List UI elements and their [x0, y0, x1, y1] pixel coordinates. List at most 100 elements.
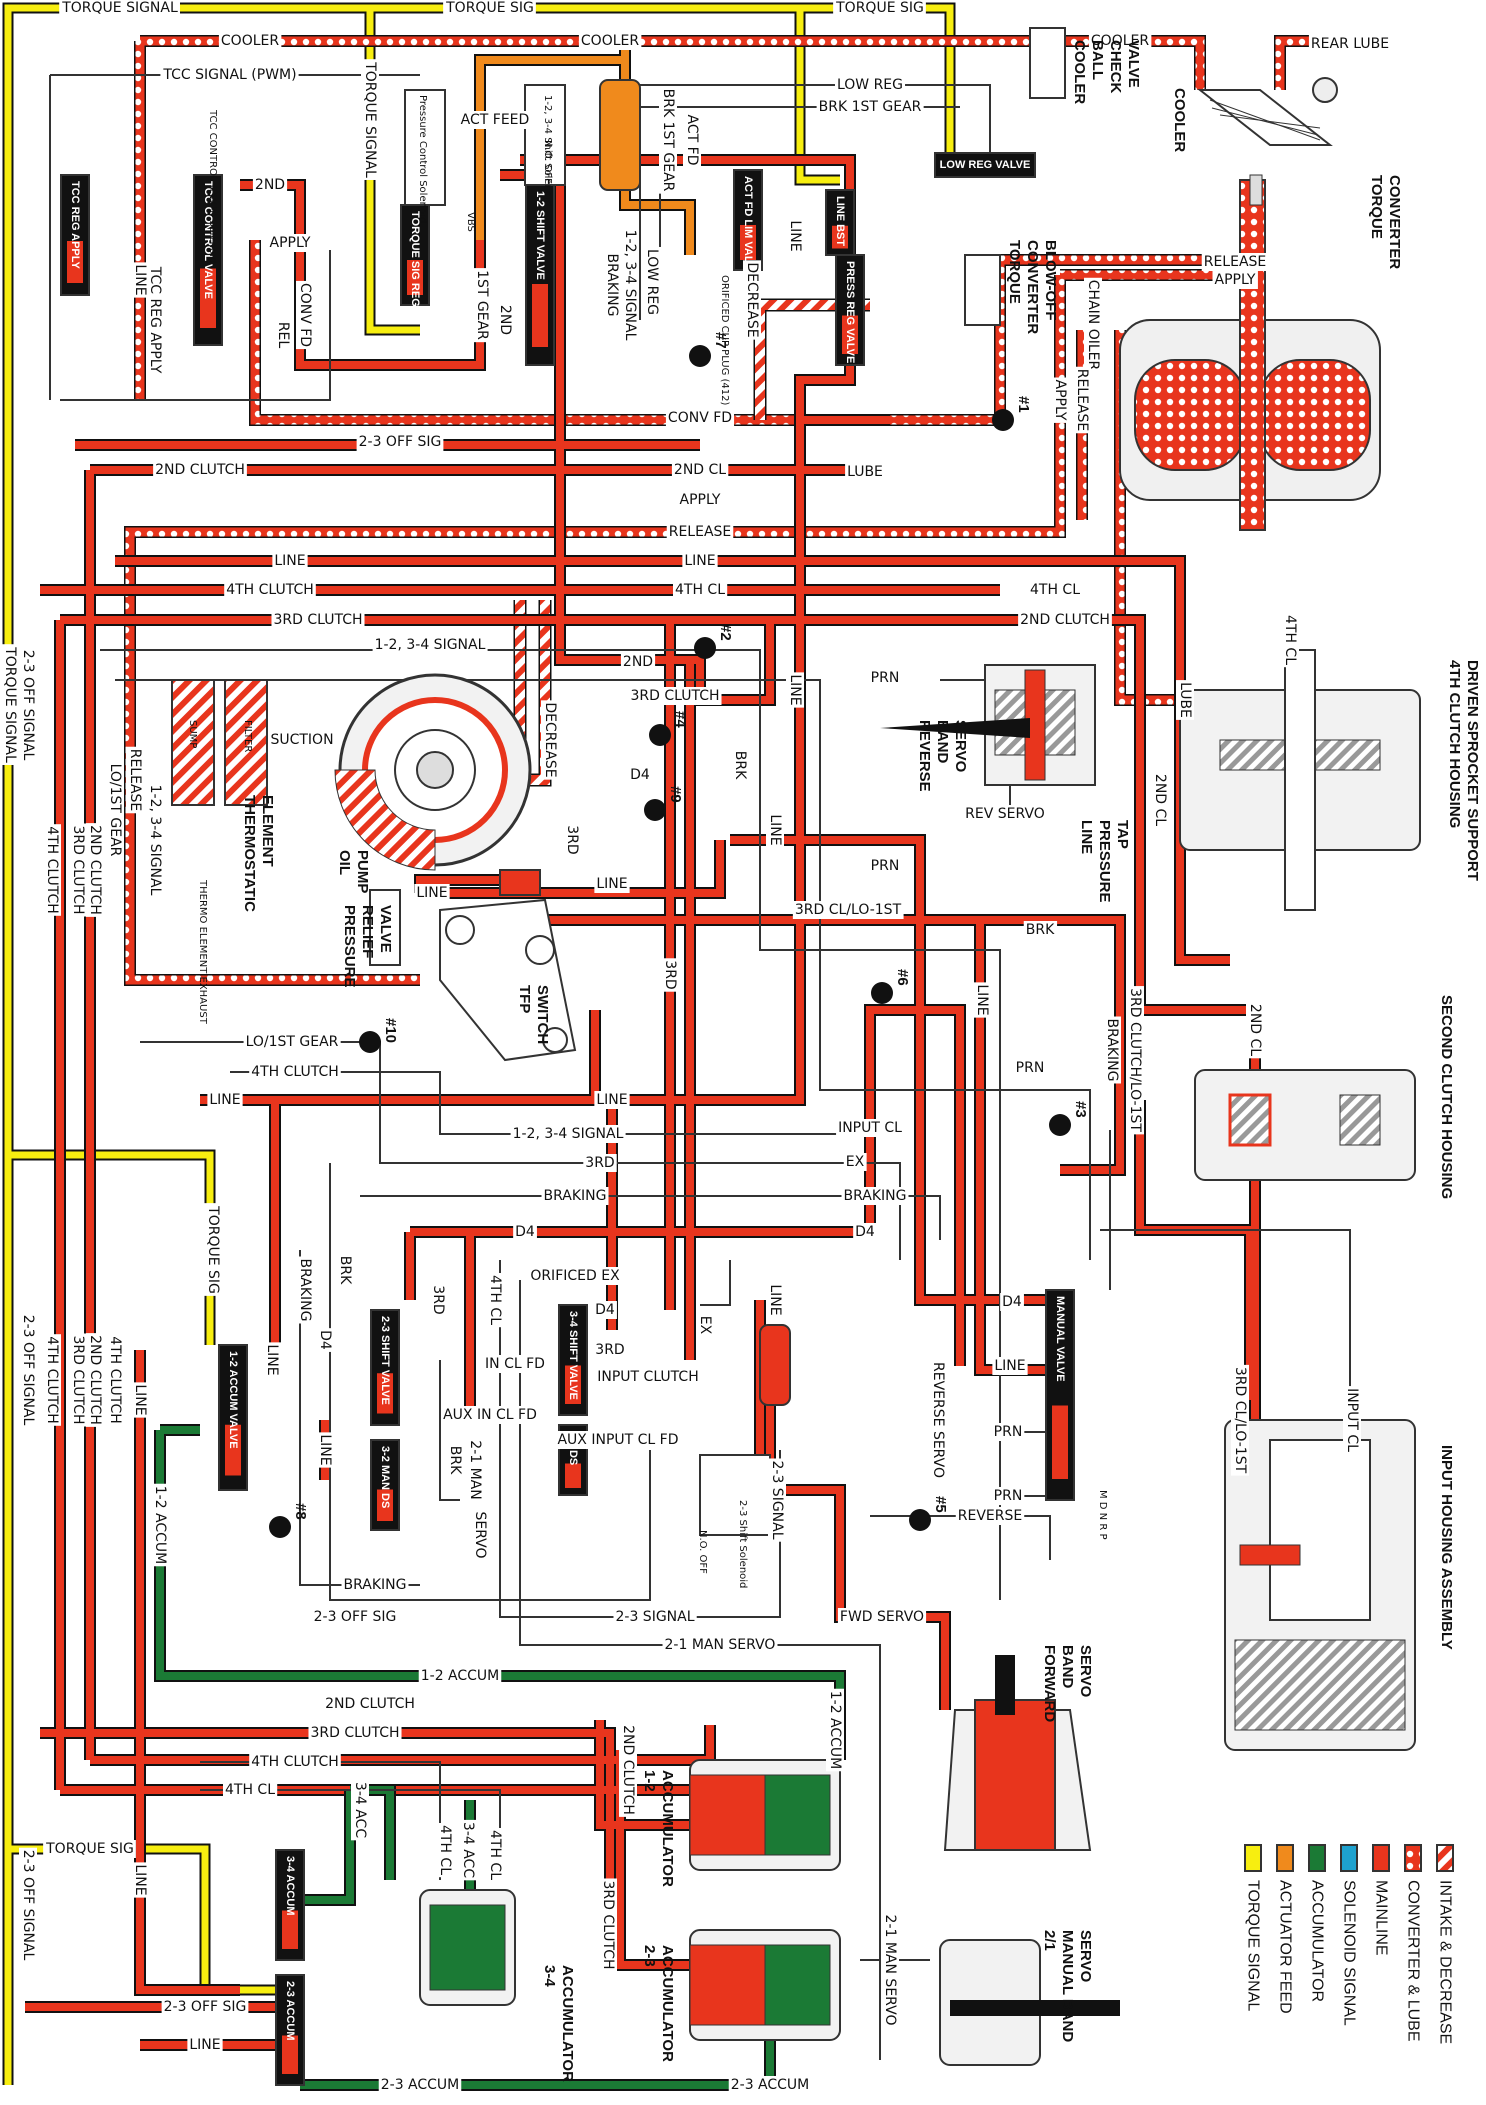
- vlabel-line-v1: LINE: [786, 218, 804, 254]
- vlabel-text: 4TH CLUTCH: [44, 1336, 60, 1424]
- label-text: BRAKING: [844, 1188, 907, 1204]
- vlabel-first-gear-v: 1ST GEAR: [473, 268, 491, 343]
- note-vbs: VBS: [465, 212, 476, 232]
- vlabel-torque-sig-v3: TORQUE SIG: [204, 1203, 222, 1296]
- vlabel-one-two-accum-v: 1-2 ACCUM: [151, 1483, 169, 1567]
- vlabel-lube-v: LUBE: [1176, 680, 1194, 720]
- note-sump: SUMP: [187, 720, 198, 748]
- component-title-line: ACCUMULATOR: [659, 1770, 676, 1887]
- vlabel-braking-v3: BRAKING: [296, 1256, 314, 1324]
- component-title-line: VALVE: [377, 905, 394, 953]
- vlabel-text: 1-2 ACCUM: [827, 1691, 843, 1770]
- label-text: TCC SIGNAL (PWM): [162, 67, 296, 83]
- second-clutch-housing-graphic: [1194, 1069, 1416, 1181]
- component-title-line: PUMP: [354, 850, 371, 893]
- checkball-icon: [269, 1516, 291, 1538]
- valve-label: LINE BST: [834, 196, 846, 246]
- vlabel-text: 4TH CLUTCH: [107, 1336, 123, 1424]
- component-second-clutch-housing: SECOND CLUTCH HOUSING: [1438, 995, 1455, 1199]
- label-one-two-accum: 1-2 ACCUM: [418, 1667, 502, 1685]
- component-title-line: TORQUE: [1368, 175, 1385, 239]
- label-third-cl-lo-1st: 3RD CL/LO-1ST: [792, 901, 904, 919]
- vlabel-third-clutch-v3: 3RD CLUTCH: [599, 1878, 617, 1972]
- vlabel-text: LINE: [132, 1864, 148, 1895]
- label-text: 1-2 ACCUM: [421, 1668, 500, 1684]
- valve-act-fd-lim-valve: ACT FD LIM VALVE: [733, 169, 763, 276]
- valve-line-bst-valve: LINE BST: [825, 189, 855, 256]
- label-text: 2ND CL: [674, 462, 726, 478]
- legend-label: TORQUE SIGNAL: [1245, 1880, 1262, 2011]
- valve-label: 3-2 MAN DS: [379, 1446, 391, 1508]
- checkball-checkball-9: #9: [644, 786, 684, 821]
- component-title-line: TAP: [1114, 820, 1131, 849]
- vlabel-decrease-v: DECREASE: [743, 260, 761, 340]
- valve-label: 2-3 SHIFT VALVE: [379, 1316, 391, 1405]
- note-pressure-control-solenoid: Pressure Control Solenoid: [417, 95, 428, 223]
- label-text: LUBE: [847, 464, 883, 480]
- legend-actuator: ACTUATOR FEED: [1276, 1844, 1294, 2014]
- checkball-label: #10: [382, 1018, 399, 1043]
- component-title-line: REVERSE: [916, 720, 933, 792]
- label-line-c: LINE: [414, 884, 450, 902]
- label-line-h: LINE: [187, 2036, 223, 2054]
- label-suction: SUCTION: [268, 731, 336, 749]
- vlabel-text: TORQUE SIGNAL: [362, 61, 378, 178]
- vlabel-lo-1st-gear-v: LO/1ST GEAR: [106, 761, 124, 859]
- vlabel-text: APPLY: [1052, 380, 1068, 421]
- label-text: LO/1ST GEAR: [246, 1034, 339, 1050]
- label-two-three-off-sig-c: 2-3 OFF SIG: [161, 1998, 249, 2016]
- vlabel-text: 3RD CLUTCH: [70, 825, 86, 914]
- vlabel-text: RELEASE: [1074, 369, 1090, 432]
- vlabel-text: CHAIN OILER: [1085, 280, 1101, 371]
- label-text: 2-3 OFF SIG: [164, 1999, 247, 2015]
- label-release-b: RELEASE: [666, 523, 734, 541]
- vlabel-two-three-signal-v: 2-3 SIGNAL: [768, 1458, 786, 1542]
- vlabel-text: LINE: [317, 1434, 333, 1465]
- component-title-line: ELEMENT: [259, 795, 276, 867]
- label-two-three-signal: 2-3 SIGNAL: [613, 1608, 697, 1626]
- vlabel-three-four-acc-v: 3-4 ACC: [351, 1779, 369, 1841]
- note-text: ORIFICED CUP PLUG (412): [719, 275, 730, 405]
- component-title-line: CONVERTER: [1024, 240, 1041, 334]
- component-title-line: SWITCH: [534, 985, 551, 1044]
- component-title-line: CONVERTER: [1386, 175, 1403, 269]
- component-title-line: SERVO: [1077, 1645, 1094, 1698]
- vlabel-text: D4: [317, 1330, 333, 1350]
- label-text: TORQUE SIG: [835, 0, 924, 16]
- label-reverse: REVERSE: [955, 1507, 1025, 1525]
- label-one-two-three-four-signal: 1-2, 3-4 SIGNAL: [372, 636, 488, 654]
- label-two-three-accum-a: 2-3 ACCUM: [378, 2076, 462, 2094]
- vlabel-line-v10: LINE: [131, 1862, 149, 1898]
- vlabel-one-two-accum-v2: 1-2 ACCUM: [826, 1688, 844, 1772]
- checkball-layer: #1#2#4#9#7#10#6#3#8#5: [269, 332, 1089, 1538]
- label-two-three-accum-b: 2-3 ACCUM: [728, 2076, 812, 2094]
- label-text: APPLY: [680, 492, 721, 508]
- accumulator-graphics: [419, 1759, 841, 2041]
- component-title-line: LINE: [1078, 820, 1095, 854]
- note-no-off-1: N.O. OFF: [542, 140, 553, 184]
- label-text: 1-2, 3-4 SIGNAL: [513, 1126, 624, 1142]
- vlabel-brk-1st-gear-v: BRK 1ST GEAR: [659, 86, 677, 194]
- valve-label: 1-2 ACCUM VALVE: [227, 1351, 239, 1449]
- label-text: LINE: [416, 885, 447, 901]
- vlabel-text: REL: [275, 322, 291, 349]
- label-two-one-man-servo: 2-1 MAN SERVO: [662, 1636, 778, 1654]
- checkball-checkball-1: #1: [992, 396, 1032, 431]
- label-fourth-cl-d: 4TH CL: [222, 1781, 278, 1799]
- input-housing-graphic: [1224, 1419, 1416, 1751]
- vlabel-text: 2ND CLUTCH: [87, 825, 103, 915]
- label-text: 2-1 MAN SERVO: [665, 1637, 776, 1653]
- component-title-line: VALVE: [1125, 40, 1142, 88]
- component-title-line: ACCUMULATOR: [659, 1945, 676, 2062]
- label-rear-lube: REAR LUBE: [1308, 35, 1392, 53]
- component-title-line: INPUT HOUSING ASSEMBLY: [1438, 1445, 1455, 1650]
- label-text: PRN: [1016, 1060, 1045, 1076]
- component-title-line: 1-2: [641, 1770, 658, 1792]
- component-title-line: COOLER: [1071, 40, 1088, 104]
- label-text: 4TH CL: [225, 1782, 275, 1798]
- component-title-line: BLOW-OFF: [1042, 240, 1059, 321]
- label-text: LOW REG: [837, 77, 903, 93]
- component-title-line: PRESSURE: [1096, 820, 1113, 903]
